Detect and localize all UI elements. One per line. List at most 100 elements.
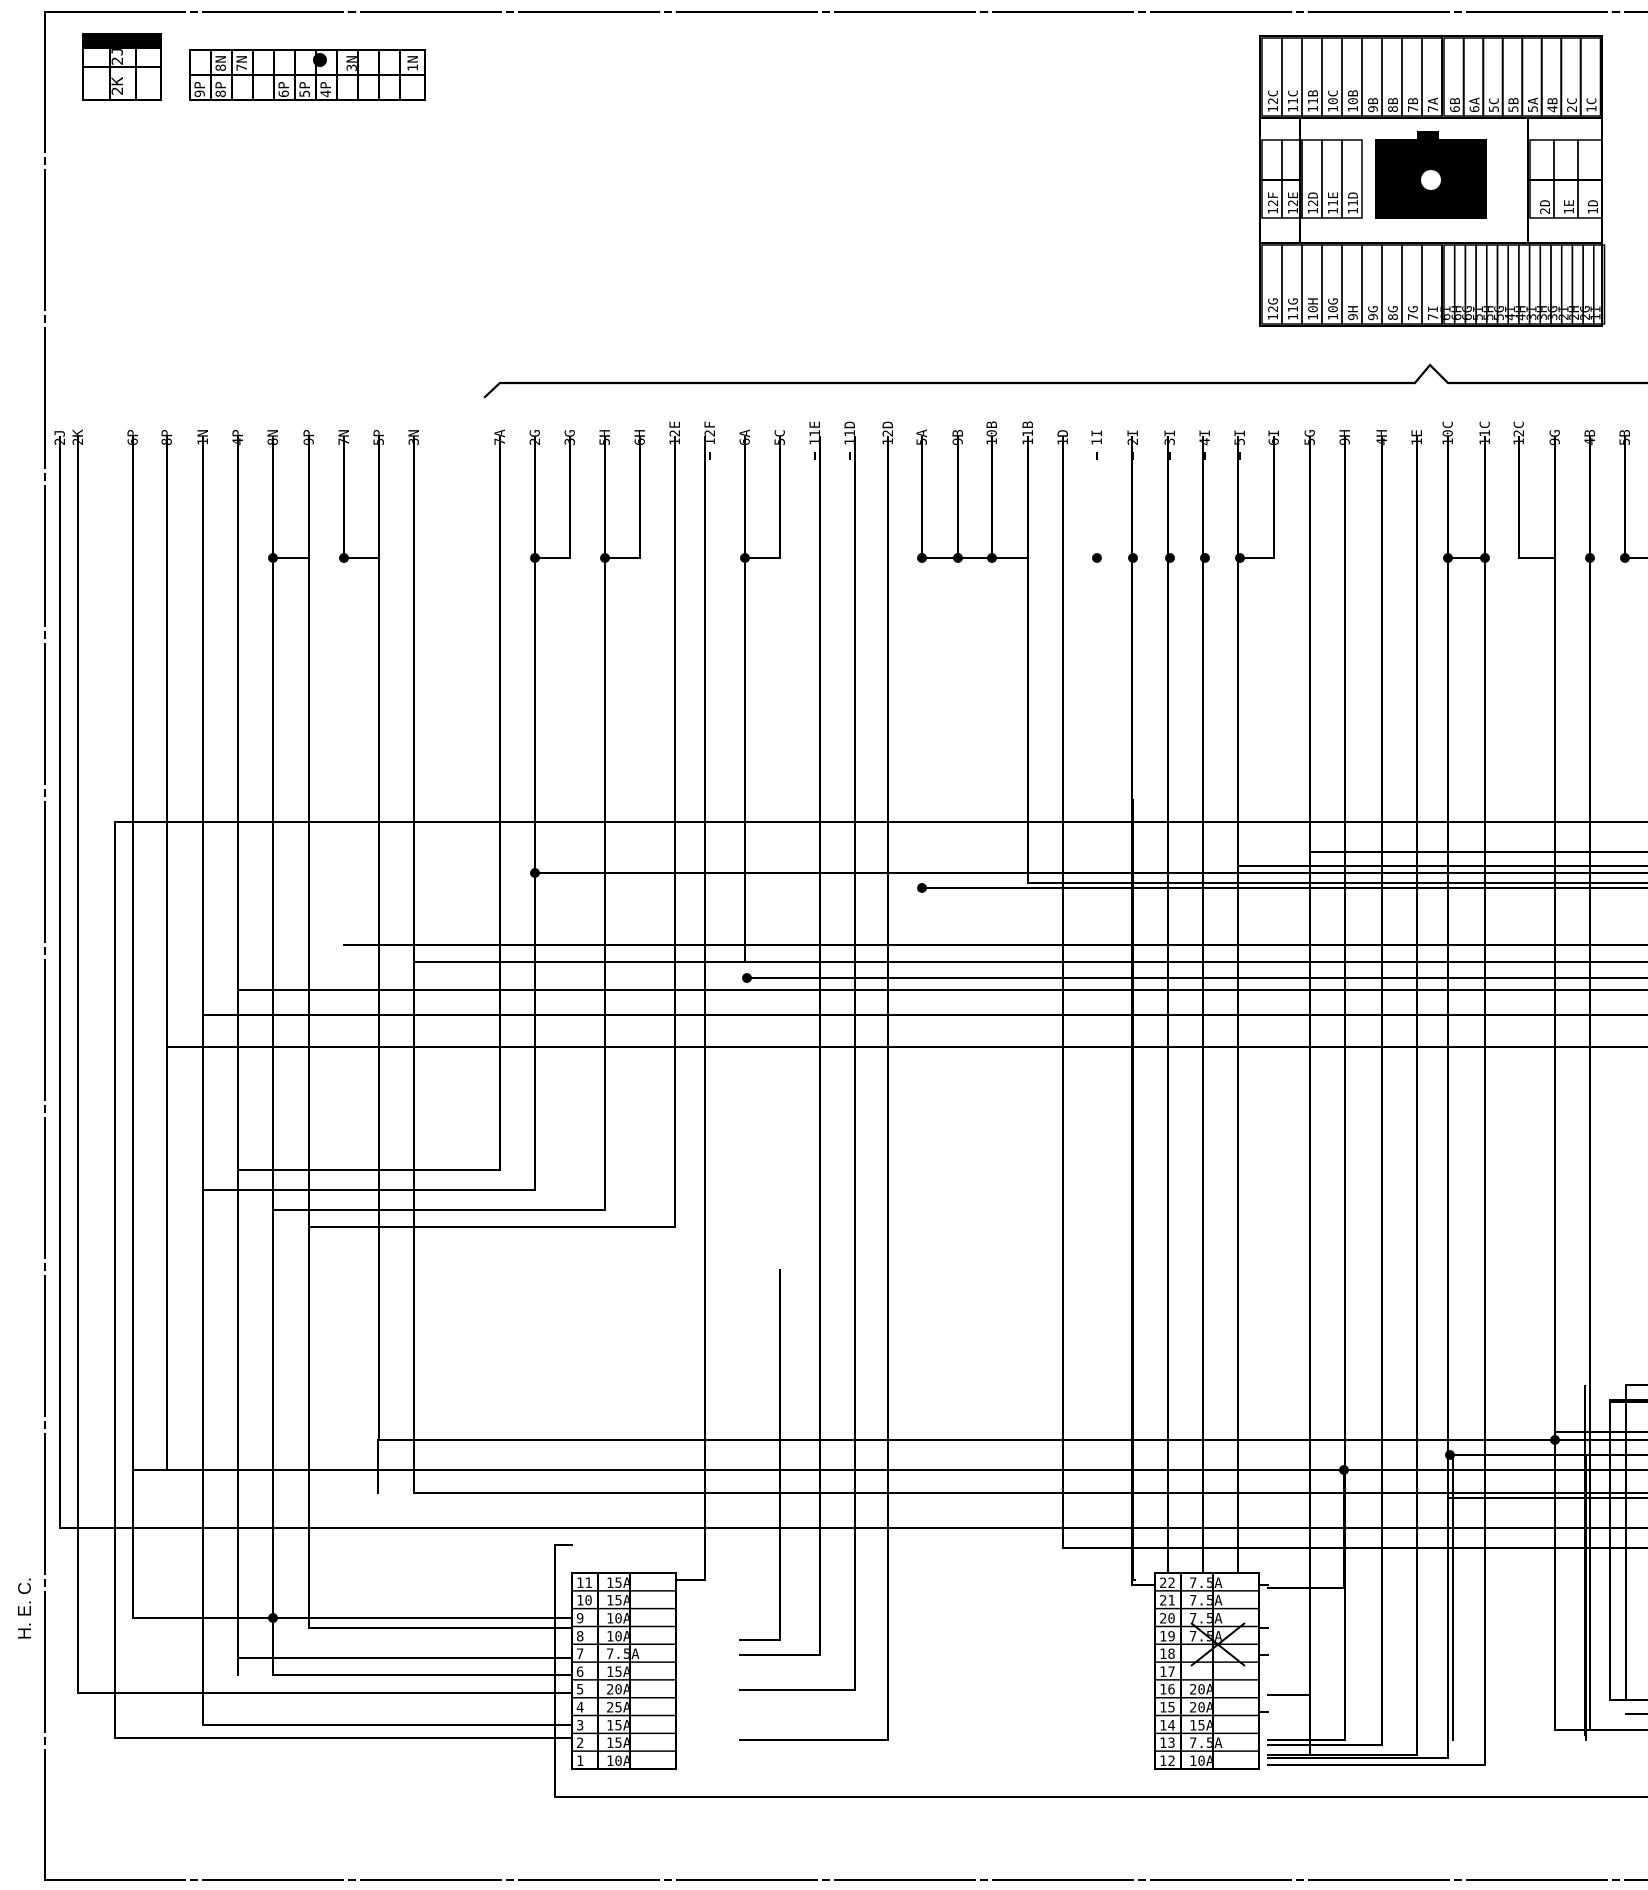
fuse-map-label: 12C	[1267, 90, 1282, 113]
fuse-map-label: 12G	[1267, 297, 1282, 321]
fuse-map-label: 6H	[1450, 305, 1465, 321]
fuse-box-right	[1154, 1572, 1260, 1770]
fuse-map-label: 11D	[1347, 191, 1362, 215]
fuse-map-label: 1I	[1590, 305, 1605, 321]
fuse-map-label: 3H	[1536, 305, 1551, 321]
fuse-number: 9	[576, 1611, 584, 1627]
fuse-map-cell	[1421, 244, 1443, 325]
fuse-map-label: 2H	[1568, 305, 1583, 321]
connector-b	[189, 49, 426, 101]
pin-label: 4B	[1583, 429, 1599, 446]
fuse-map-cells	[1261, 37, 1606, 325]
fuse-map-label: 10H	[1307, 298, 1322, 321]
connector-b-cell: 1N	[406, 55, 422, 72]
fuse-amperage: 20A	[606, 1683, 632, 1699]
fuse-map-cell	[1579, 37, 1602, 117]
connector-b-cell: 8N	[214, 55, 230, 72]
pin-label: 9P	[302, 429, 318, 446]
fuse-map-cell	[1593, 244, 1606, 325]
pin-label: 1N	[196, 429, 212, 446]
fuse-map-label: 3I	[1525, 305, 1540, 321]
fuse-map-label: 5C	[1488, 97, 1503, 113]
connector-b-cell: 9P	[193, 81, 209, 98]
fuse-map-label: 8G	[1387, 305, 1402, 321]
pin-label: 5B	[1618, 429, 1634, 446]
fuse-map-label: 5H	[1483, 305, 1498, 321]
fuse-map-label: 7I	[1427, 305, 1442, 321]
pin-label: 6I	[1267, 429, 1283, 446]
pin-label: 7N	[337, 429, 353, 446]
fuse-number: 15	[1159, 1701, 1176, 1717]
fuse-number: 17	[1159, 1665, 1176, 1681]
pin-label: 12C	[1512, 421, 1528, 446]
pin-label: 4I	[1198, 429, 1214, 446]
fuse-map-label: 4I	[1504, 305, 1519, 321]
harness-bracket	[483, 363, 1648, 399]
fuse-map-cell	[1341, 139, 1363, 219]
side-label-text: H. E. C.	[15, 1576, 36, 1641]
fuse-map-label: 5A	[1527, 97, 1542, 113]
fuse-map-label: 11E	[1327, 192, 1342, 215]
fuse-map-cell	[1421, 37, 1443, 117]
fuse-number: 2	[576, 1736, 584, 1752]
fuse-map-label: 7G	[1407, 305, 1422, 321]
connector-b-cell: 5P	[298, 81, 314, 98]
fuse-map-label: 12F	[1267, 191, 1282, 215]
fuse-amperage: 7.5A	[1189, 1629, 1223, 1645]
connector-b-labels: 9P 8P 8N 7N 6P 5P 4P 3N 1N	[193, 55, 422, 98]
fuse-map-label: 7A	[1427, 97, 1442, 113]
pin-label: 5C	[773, 429, 789, 446]
fuse-number: 12	[1159, 1754, 1176, 1770]
pin-label: 2G	[528, 429, 544, 446]
fuse-number: 3	[576, 1718, 584, 1734]
pin-label: 5P	[372, 429, 388, 446]
fuse-box-left	[571, 1572, 677, 1770]
fuse-number: 10	[576, 1594, 593, 1610]
fuse-amperage: 15A	[1189, 1718, 1215, 1734]
fuse-amperage: 7.5A	[1189, 1736, 1223, 1752]
connector-a-cell: 2J	[108, 47, 127, 66]
fuse-number: 7	[576, 1647, 584, 1663]
pin-label: 6P	[126, 429, 142, 446]
fuse-number: 11	[576, 1576, 593, 1592]
fuse-map-label: 6I	[1440, 305, 1455, 321]
pin-label: 2J	[53, 429, 69, 446]
fuse-map-label: 1D	[1587, 199, 1602, 215]
fuse-number: 5	[576, 1683, 584, 1699]
pin-label: 12E	[668, 421, 684, 446]
fuse-map-label: 9G	[1367, 305, 1382, 321]
wire-group	[59, 436, 1648, 1798]
connector-b-cell: 4P	[319, 81, 335, 98]
pin-label: 2I	[1126, 429, 1142, 446]
wire-right-bus	[1609, 1384, 1648, 1715]
fuse-map-label: 3G	[1547, 305, 1562, 321]
fuse-map-label: 6G	[1461, 305, 1476, 321]
pin-label: 1I	[1090, 429, 1106, 446]
fuse-map-label: 6B	[1449, 97, 1464, 113]
fuse-map-label: 12E	[1287, 192, 1302, 215]
fuse-map-label: 11B	[1307, 89, 1322, 113]
pin-label: 4P	[231, 429, 247, 446]
pin-label: 9H	[1338, 429, 1354, 446]
fuse-map-label: 5I	[1472, 305, 1487, 321]
pin-label: 8P	[160, 429, 176, 446]
fuse-amperage: 15A	[606, 1665, 632, 1681]
connector-b-cell: 8P	[214, 81, 230, 98]
fuse-map-label: 11C	[1287, 90, 1302, 113]
fuse-number: 22	[1159, 1576, 1176, 1592]
fuse-map-label: 9H	[1347, 305, 1362, 321]
side-label: H. E. C.	[8, 1570, 48, 1650]
fuse-number: 13	[1159, 1736, 1176, 1752]
fuse-map-label: 5B	[1508, 97, 1523, 113]
fuse-number: 4	[576, 1701, 584, 1717]
fuse-map-label: 12D	[1307, 191, 1322, 215]
connector-b-cell: 3N	[345, 55, 361, 72]
fuse-box-left-rows	[572, 1572, 676, 1752]
fuse-amperage: 7.5A	[1189, 1576, 1223, 1592]
fuse-map-label: 2I	[1557, 305, 1572, 321]
fuse-map-cell	[1577, 139, 1603, 219]
pin-label: 4H	[1375, 429, 1391, 446]
